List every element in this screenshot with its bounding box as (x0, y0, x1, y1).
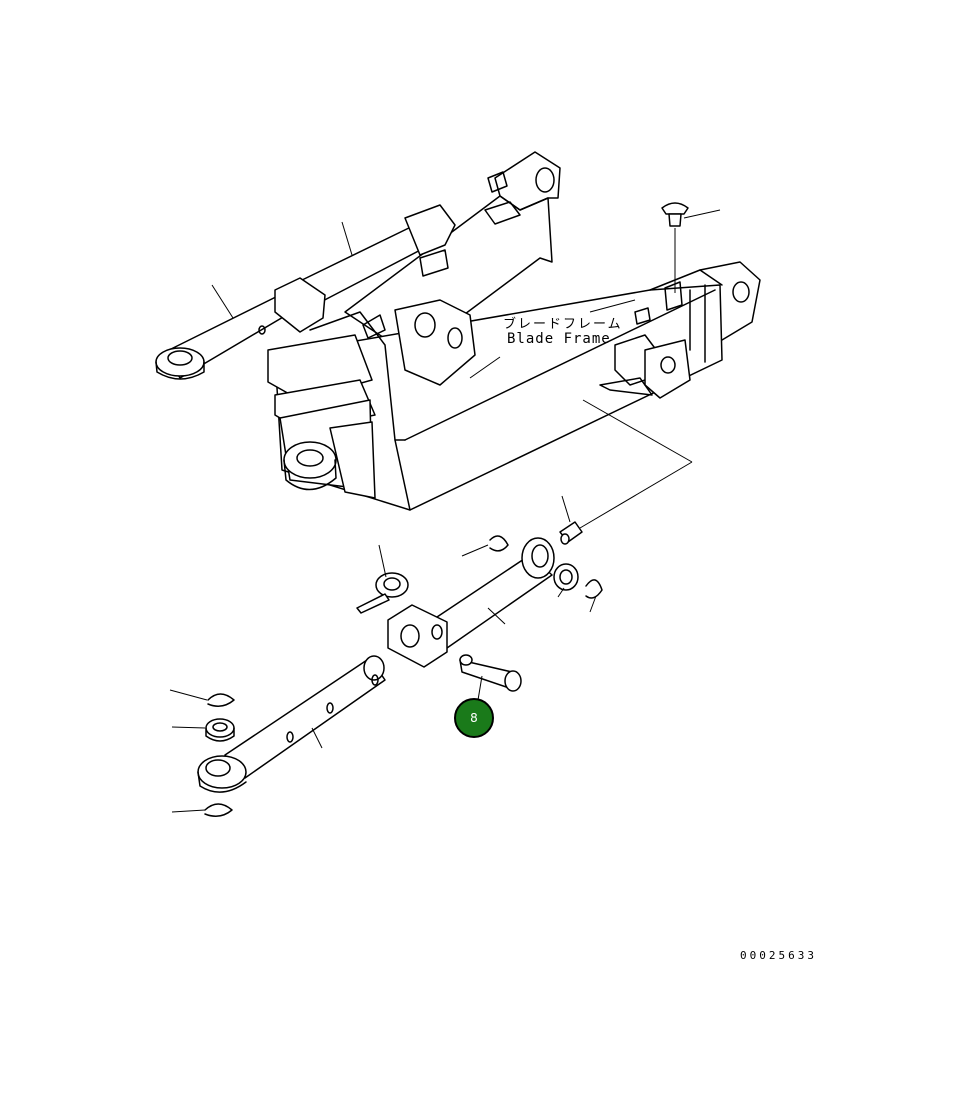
bolt (661, 202, 689, 227)
part-callout-8[interactable]: 8 (454, 698, 494, 738)
drawing-number: 00025633 (740, 949, 817, 962)
pin (459, 654, 522, 701)
blade-frame (155, 151, 761, 511)
bushing (553, 563, 603, 613)
snap-ring (461, 535, 509, 557)
left-rings (169, 689, 235, 817)
cylinder-rod (387, 537, 555, 668)
label-japanese: ブレードフレーム (503, 317, 623, 332)
label-english: Blade Frame (507, 331, 611, 347)
eye-bolt (356, 544, 409, 614)
leader-lines-upper (211, 209, 721, 529)
lower-arm (197, 655, 386, 793)
grease-fitting (559, 495, 583, 545)
